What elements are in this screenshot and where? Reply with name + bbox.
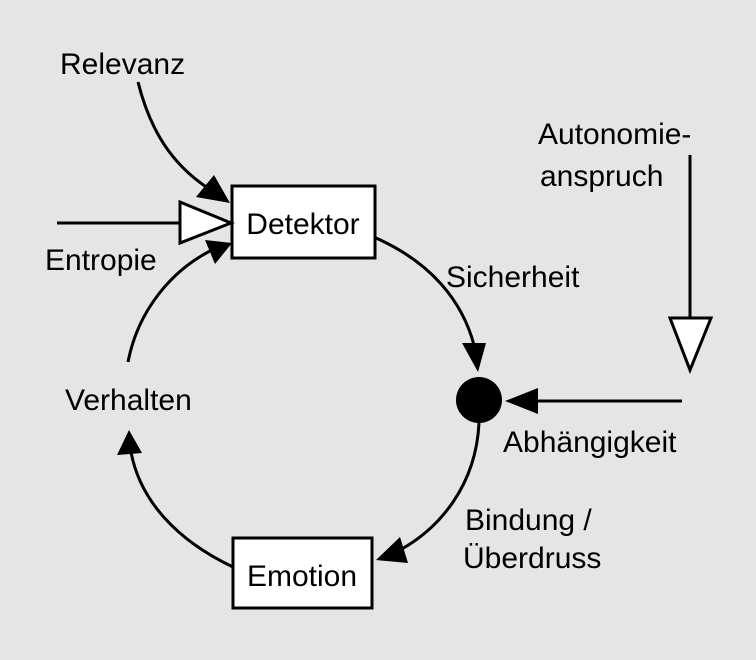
bindung-arrow: [399, 422, 481, 552]
autonomie-label-line1: Autonomie-: [538, 118, 691, 151]
relevanz-arrow: [136, 81, 215, 194]
sicherheit-arrow: [375, 236, 476, 346]
bindung-label-line2: Überdruss: [463, 542, 601, 575]
verhalten-arrowhead: [117, 430, 142, 455]
emotion-box: [231, 536, 374, 610]
sicherheit-arrowhead: [462, 343, 486, 372]
detektor-input-arrowhead: [205, 240, 232, 264]
bindung-arrowhead: [376, 537, 408, 563]
autonomie-label-line2: anspruch: [540, 160, 663, 193]
relevanz-arrowhead: [196, 175, 230, 203]
detektor-node: Detektor: [230, 184, 377, 260]
entropie-open-arrowhead: [178, 199, 236, 246]
autonomie-open-arrowhead: [667, 316, 714, 375]
abhaengigkeit-arrowhead: [505, 388, 538, 414]
relevanz-label: Relevanz: [60, 48, 185, 81]
detektor-label: Detektor: [246, 208, 359, 241]
emotion-node: Emotion: [231, 536, 374, 610]
emotion-label: Emotion: [247, 560, 357, 593]
bindung-label-line1: Bindung /: [465, 504, 592, 537]
sicherheit-label: Sicherheit: [446, 261, 580, 294]
emotion-to-verhalten-arrow: [129, 451, 234, 569]
entropie-label: Entropie: [45, 244, 157, 277]
abhaengigkeit-label: Abhängigkeit: [503, 426, 677, 459]
verhalten-label: Verhalten: [65, 384, 192, 417]
junction-dot: [456, 377, 502, 423]
verhalten-to-detektor-arrow: [126, 248, 213, 363]
